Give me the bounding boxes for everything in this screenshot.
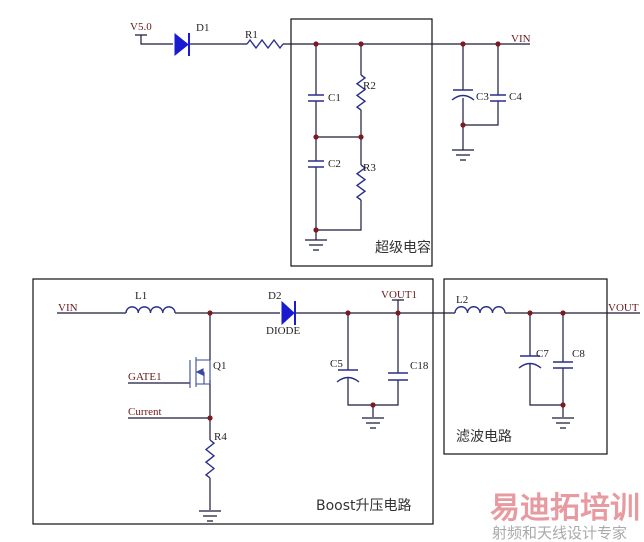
junction-node	[313, 134, 319, 140]
resistor-r1	[246, 38, 284, 50]
boost-box	[32, 278, 434, 525]
junction-node	[358, 134, 364, 140]
label-c4: C4	[509, 91, 522, 103]
capacitor-c1	[308, 94, 324, 102]
junction-node	[460, 41, 466, 47]
label-r3: R3	[363, 162, 376, 174]
top-wires	[135, 34, 530, 240]
label-c7: C7	[536, 348, 549, 360]
watermark-tagline: 射频和天线设计专家	[492, 524, 627, 542]
capacitor-c5	[336, 369, 360, 383]
label-diode: DIODE	[266, 325, 300, 337]
inductor-l2	[454, 306, 506, 314]
junction-node	[495, 41, 501, 47]
label-d2: D2	[268, 290, 281, 302]
watermark-logo: 易迪拓培训	[490, 491, 640, 526]
label-c8: C8	[572, 348, 585, 360]
junction-node	[370, 402, 376, 408]
label-r2: R2	[363, 80, 376, 92]
label-l1: L1	[135, 290, 147, 302]
junction-node	[358, 41, 364, 47]
resistor-r4	[204, 439, 216, 479]
capacitor-c2	[308, 160, 324, 168]
junction-node	[207, 310, 213, 316]
supercap-box	[290, 18, 433, 267]
label-c18: C18	[410, 360, 429, 372]
diode-d2	[281, 300, 296, 326]
label-r4: R4	[214, 431, 227, 443]
junction-nodes	[207, 41, 566, 421]
boost-label: Boost升压电路	[316, 498, 412, 514]
label-vin-bottom: VIN	[58, 302, 78, 314]
label-v50: V5.0	[130, 21, 152, 33]
diode-d1	[174, 32, 190, 57]
filter-box	[443, 278, 608, 455]
capacitor-c8	[553, 361, 573, 369]
junction-node	[313, 227, 319, 233]
capacitor-c7	[518, 355, 542, 369]
label-d1: D1	[196, 22, 209, 34]
junction-node	[313, 41, 319, 47]
ground-icon	[305, 239, 327, 251]
ground-icon	[552, 417, 574, 429]
junction-node	[527, 310, 533, 316]
label-current: Current	[128, 406, 162, 418]
label-vin-top: VIN	[511, 33, 531, 45]
label-vout: VOUT	[608, 302, 639, 314]
supercap-label: 超级电容	[375, 239, 431, 256]
junction-node	[345, 310, 351, 316]
resistor-r3	[355, 164, 367, 201]
label-vout1: VOUT1	[381, 289, 417, 301]
junction-node	[560, 310, 566, 316]
ground-icon	[452, 149, 474, 161]
label-gate1: GATE1	[128, 371, 162, 383]
capacitor-c3	[451, 89, 475, 101]
bottom-wires	[57, 299, 640, 510]
filter-label: 滤波电路	[456, 429, 512, 445]
inductor-l1	[125, 306, 176, 314]
label-c1: C1	[328, 92, 341, 104]
label-q1: Q1	[213, 360, 226, 372]
junction-node	[207, 415, 213, 421]
capacitor-c4	[490, 94, 506, 102]
junction-node	[560, 402, 566, 408]
ground-icon	[362, 417, 384, 429]
label-c5: C5	[330, 358, 343, 370]
mosfet-q1	[189, 357, 211, 388]
label-c2: C2	[328, 158, 341, 170]
ground-icon	[199, 510, 221, 522]
capacitor-c18	[388, 372, 408, 381]
junction-node	[460, 122, 466, 128]
label-r1: R1	[245, 29, 258, 41]
label-c3: C3	[476, 91, 489, 103]
resistor-r2	[355, 74, 367, 111]
junction-node	[395, 310, 401, 316]
label-l2: L2	[456, 294, 468, 306]
